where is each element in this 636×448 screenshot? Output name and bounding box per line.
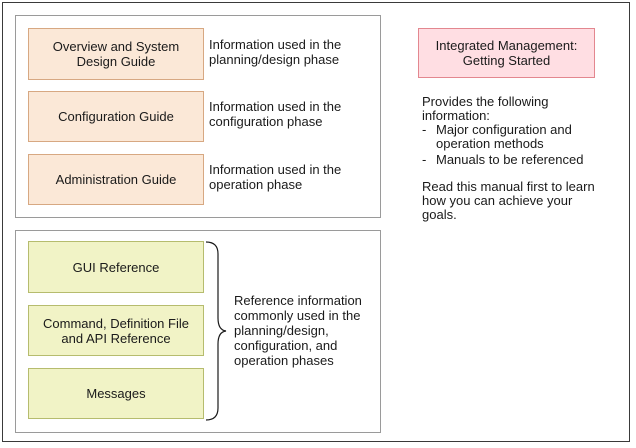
list-item: Manuals to be referenced [422,153,622,168]
configuration-guide-box: Configuration Guide [28,91,204,142]
administration-guide-desc: Information used in the operation phase [209,162,342,192]
list-item: Major configuration and operation method… [422,123,622,151]
getting-started-intro: Provides the following information: [422,94,549,123]
getting-started-info: Provides the following information: Majo… [422,95,622,222]
getting-started-closing: Read this manual first to learn how you … [422,179,595,222]
administration-guide-box: Administration Guide [28,154,204,205]
configuration-guide-desc: Information used in the configuration ph… [209,99,342,129]
overview-design-guide-desc: Information used in the planning/design … [209,37,342,67]
overview-design-guide-box: Overview and System Design Guide [28,28,204,80]
reference-brace [205,241,227,421]
gui-reference-box: GUI Reference [28,241,204,293]
reference-info-desc: Reference information commonly used in t… [234,293,362,368]
getting-started-box: Integrated Management: Getting Started [418,28,595,78]
getting-started-list: Major configuration and operation method… [422,123,622,168]
command-api-reference-box: Command, Definition File and API Referen… [28,305,204,356]
diagram-frame [2,2,630,442]
messages-box: Messages [28,368,204,419]
